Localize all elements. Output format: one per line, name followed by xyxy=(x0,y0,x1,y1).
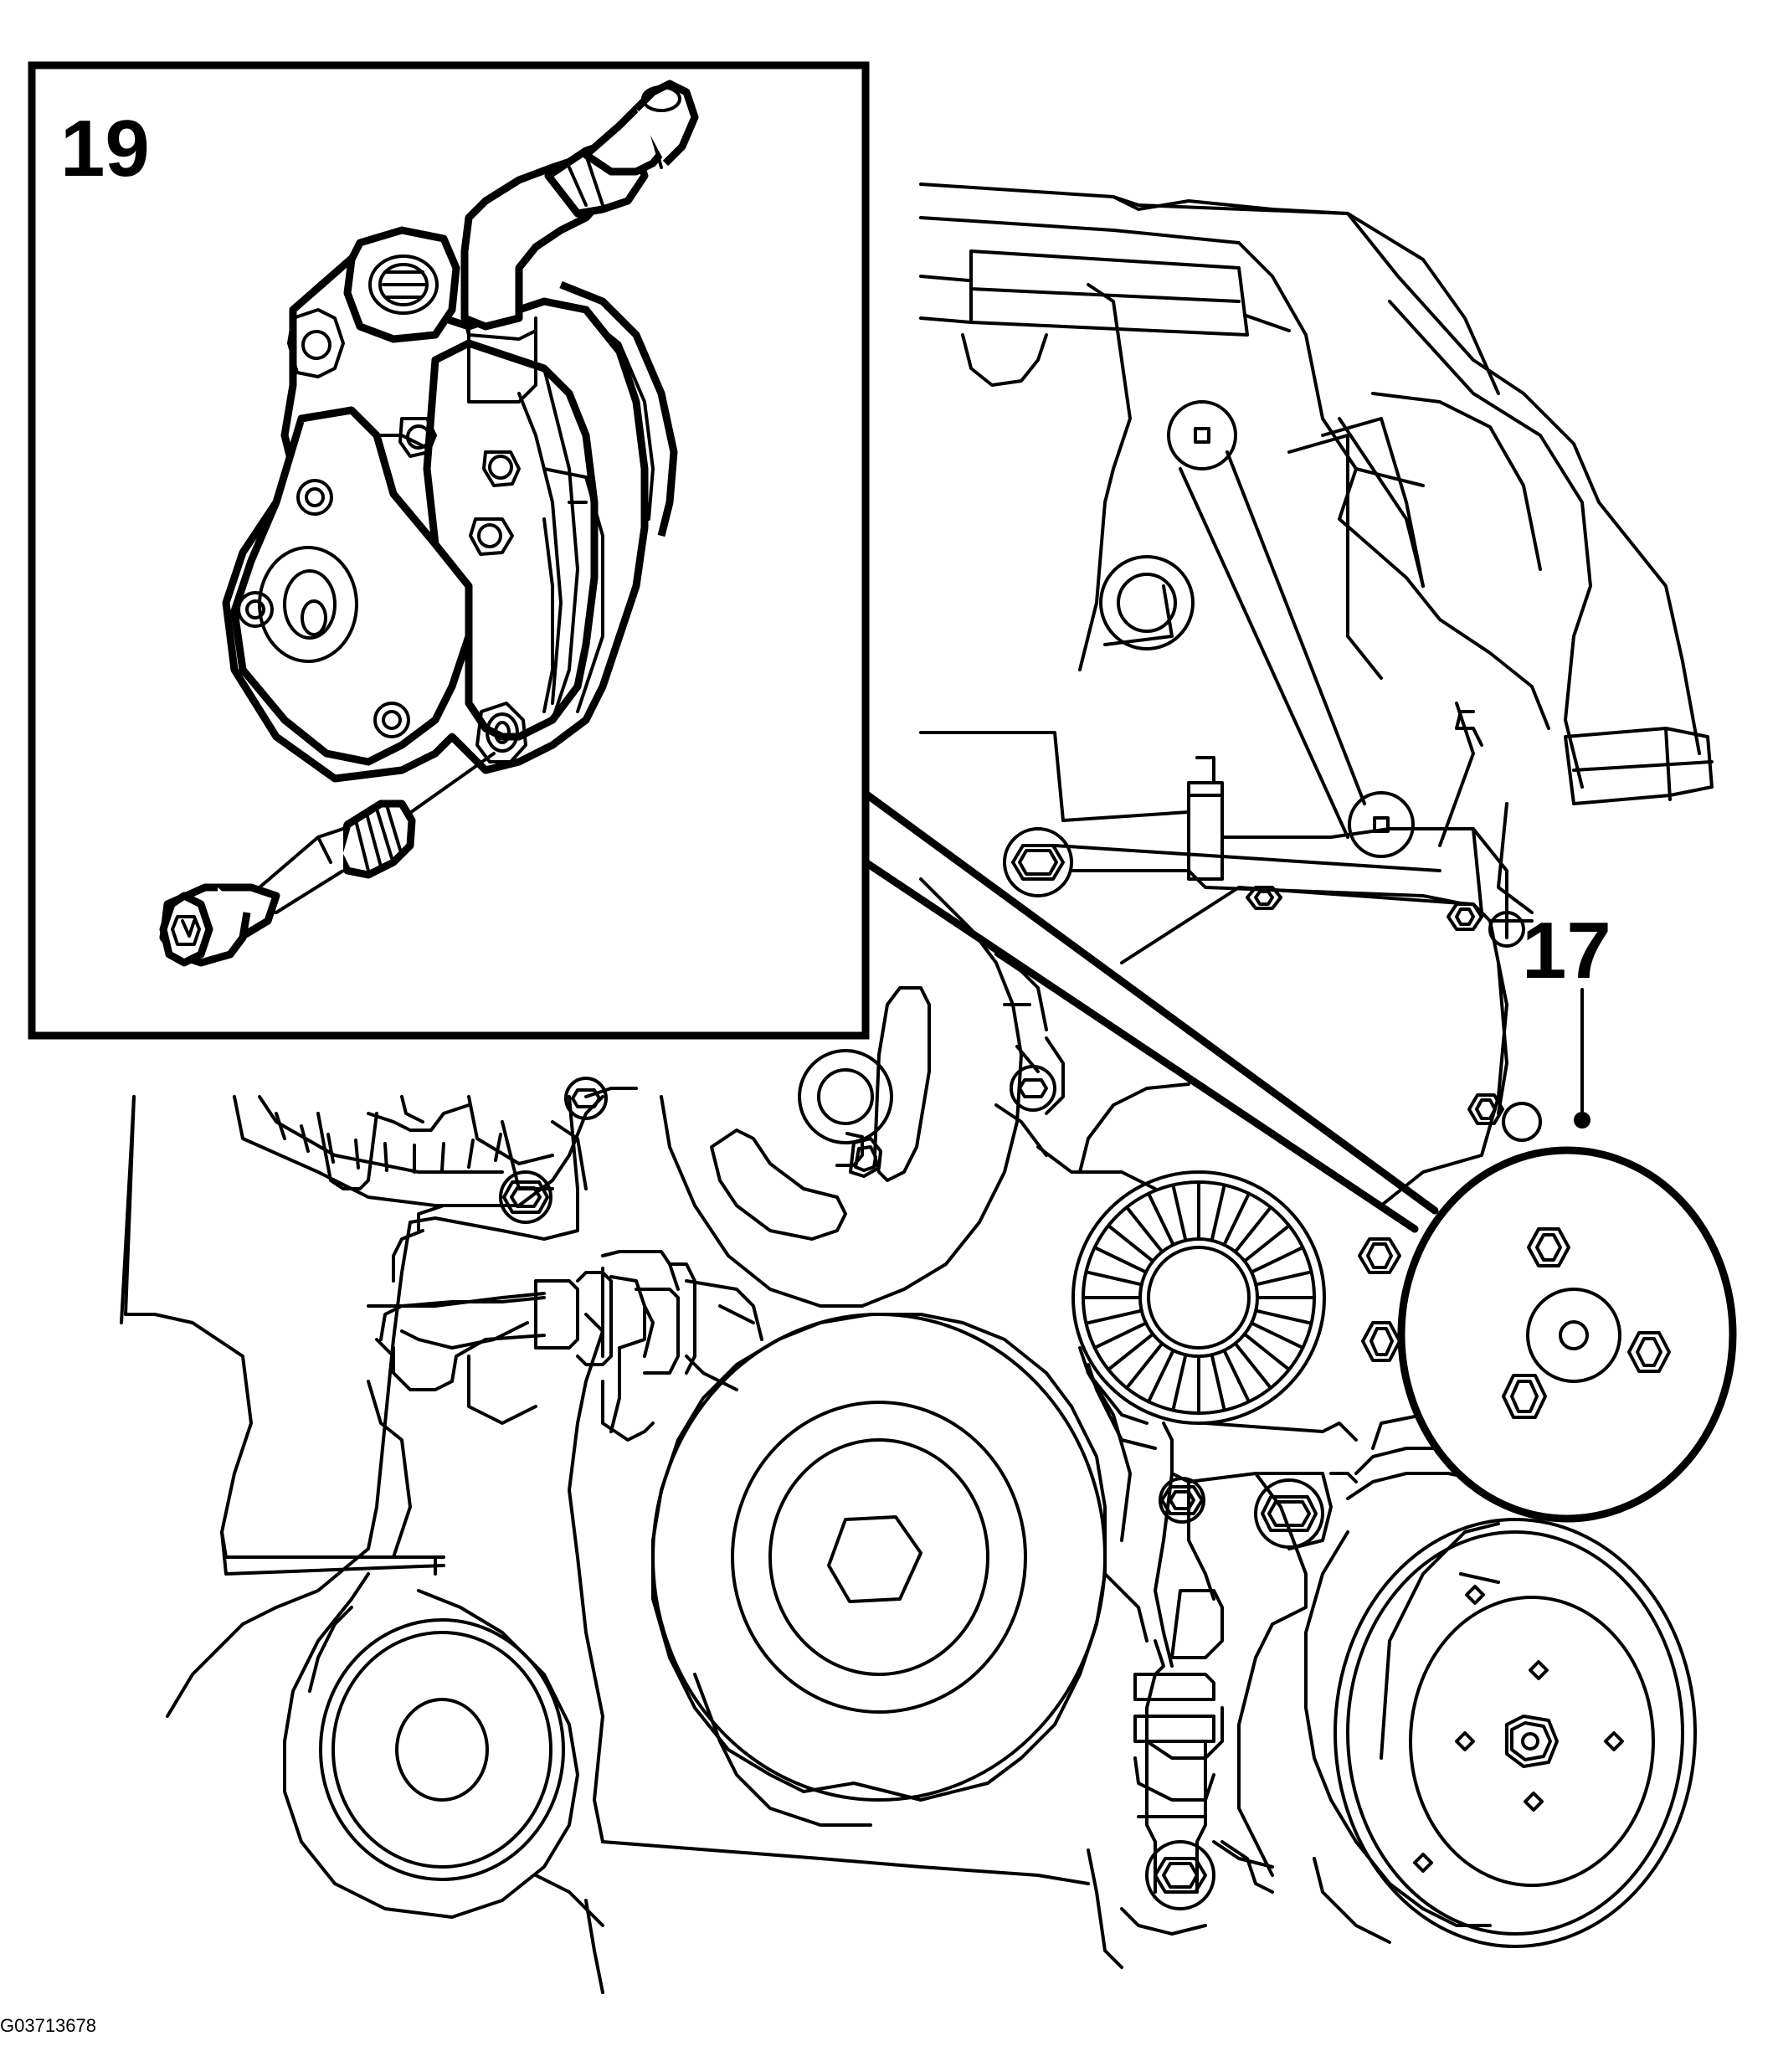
power-steering-pump xyxy=(159,80,699,967)
tensioner-pulley xyxy=(1071,1082,1358,1969)
tensioner-rib xyxy=(1254,1270,1313,1287)
tensioner-rib xyxy=(1107,1224,1155,1263)
tensioner-rib xyxy=(1084,1270,1143,1287)
tensioner-rib xyxy=(1222,1349,1251,1404)
tensioner-rib xyxy=(1147,1191,1175,1247)
tensioner-rib xyxy=(1092,1321,1148,1350)
callout-17-label: 17 xyxy=(1522,906,1611,995)
lower-left-bolts xyxy=(499,1077,608,1224)
engine-block-upper xyxy=(919,183,1714,1207)
tensioner-rib xyxy=(1092,1246,1148,1274)
tensioner-ribs xyxy=(1082,1180,1316,1415)
tensioner-rib xyxy=(1084,1308,1143,1325)
tensioner-rib xyxy=(1210,1183,1226,1242)
tensioner-rib xyxy=(1107,1332,1155,1371)
water-pump-pulley xyxy=(1304,1413,1697,1948)
pulley-17 xyxy=(1397,988,1737,1523)
tensioner-rib xyxy=(1171,1353,1188,1412)
tensioner-rib xyxy=(1125,1341,1164,1390)
tensioner-rib xyxy=(1233,1206,1272,1254)
tensioner-rib xyxy=(1250,1246,1305,1274)
cover-bolts xyxy=(1003,827,1542,1362)
mounting-bolt xyxy=(159,799,416,967)
tensioner-rib xyxy=(1254,1308,1313,1325)
power-steering-pulley xyxy=(660,877,1157,1308)
tensioner-rib xyxy=(1242,1224,1291,1263)
tensioner-rib xyxy=(1242,1332,1291,1371)
tensioner-rib xyxy=(1222,1191,1251,1247)
callout-19-label: 19 xyxy=(60,104,150,193)
engine-block-lower-left xyxy=(120,1087,763,1718)
tensioner-rib xyxy=(1147,1349,1175,1404)
tensioner-rib xyxy=(1233,1341,1272,1390)
tensioner-rib xyxy=(1125,1206,1164,1254)
tensioner-rib xyxy=(1250,1321,1305,1350)
tensioner-rib xyxy=(1210,1353,1226,1412)
crankshaft-pulley xyxy=(568,1313,1149,1885)
idler-pulley xyxy=(283,1555,604,1994)
figure-id: G03713678 xyxy=(0,2015,96,2036)
tensioner-rib xyxy=(1171,1183,1188,1242)
